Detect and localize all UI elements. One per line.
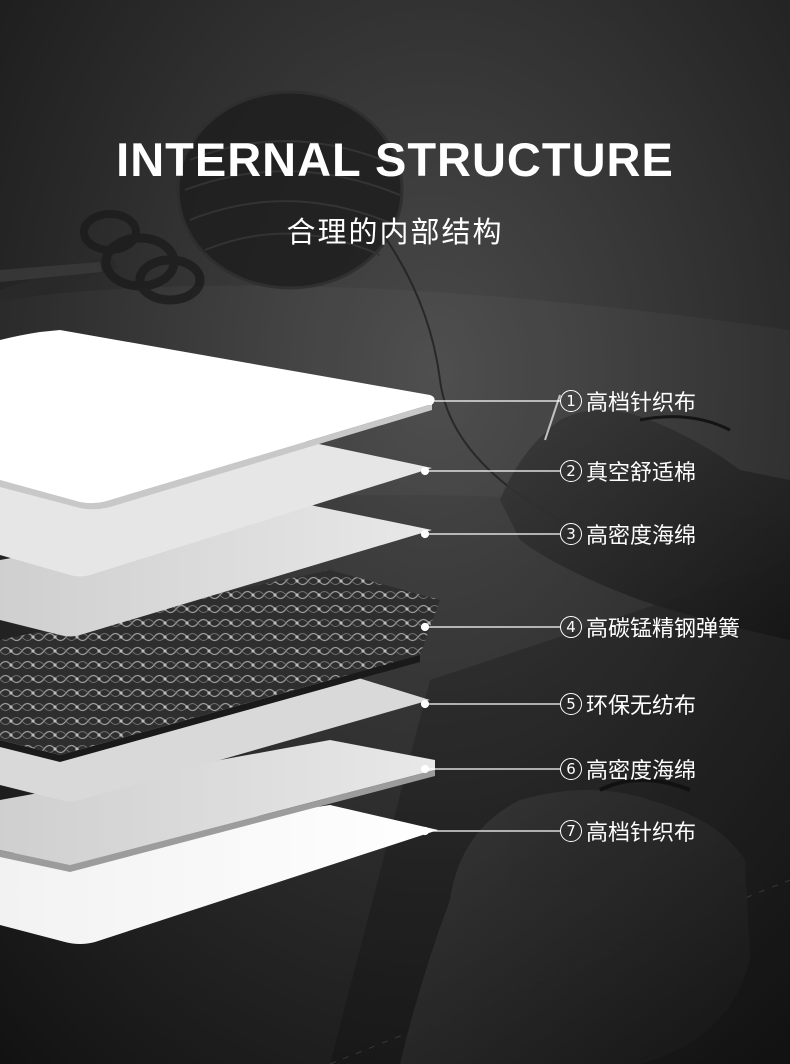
layer-text-6: 高密度海绵	[586, 759, 697, 784]
layer-number-4: 4	[560, 616, 582, 638]
layer-number-1: 1	[560, 390, 582, 412]
layer-number-3: 3	[560, 523, 582, 545]
layer-number-5: 5	[560, 693, 582, 715]
scissors-image	[0, 210, 205, 305]
layer-text-4: 高碳锰精钢弹簧	[586, 617, 741, 642]
layer-3-sponge	[0, 505, 432, 637]
layer-4-springs	[0, 570, 440, 762]
layer-number-7: 7	[560, 820, 582, 842]
layer-text-3: 高密度海绵	[586, 524, 697, 549]
layer-label-7: 7 高档针织布	[560, 816, 696, 846]
layer-text-2: 真空舒适棉	[586, 461, 697, 486]
layer-1-knit-fabric	[0, 330, 435, 510]
page-subtitle: 合理的内部结构	[286, 215, 504, 249]
page-title: INTERNAL STRUCTURE	[116, 133, 674, 186]
thread-spool-image	[176, 90, 561, 521]
layer-label-6: 6 高密度海绵	[560, 754, 696, 784]
layer-label-2: 2 真空舒适棉	[560, 456, 696, 486]
layer-label-1: 1 高档针织布	[560, 386, 696, 416]
layer-text-1: 高档针织布	[586, 391, 697, 416]
layer-label-3: 3 高密度海绵	[560, 519, 696, 549]
layer-text-7: 高档针织布	[586, 821, 697, 846]
callout-lines	[420, 396, 560, 836]
layer-number-2: 2	[560, 460, 582, 482]
layer-6-sponge	[0, 740, 435, 872]
layer-text-5: 环保无纺布	[586, 694, 697, 719]
layer-5-nonwoven	[0, 660, 430, 802]
layer-label-4: 4 高碳锰精钢弹簧	[560, 612, 740, 642]
hand-lower-image	[400, 778, 750, 1064]
layer-label-5: 5 环保无纺布	[560, 689, 696, 719]
layer-number-6: 6	[560, 758, 582, 780]
